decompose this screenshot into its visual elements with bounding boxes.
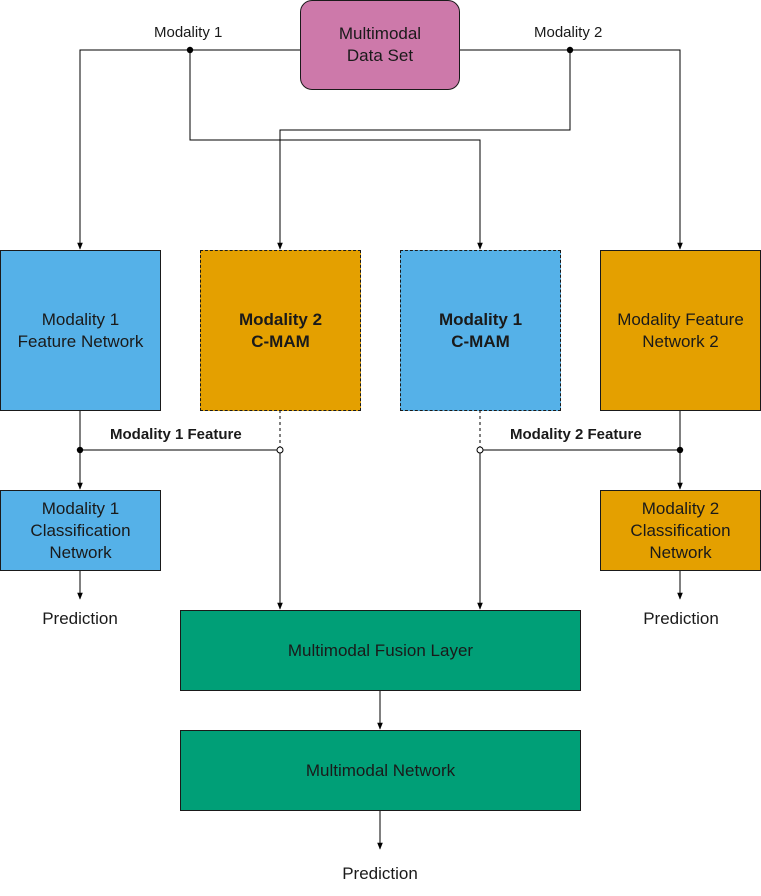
prediction-left: Prediction bbox=[42, 609, 118, 628]
edge-label-m2-feature: Modality 2 Feature bbox=[510, 426, 642, 443]
junction-dot bbox=[566, 46, 574, 54]
junction-dot bbox=[76, 446, 84, 454]
edge-label-modality2: Modality 2 bbox=[534, 24, 603, 41]
edge-label-modality1: Modality 1 bbox=[154, 24, 223, 41]
prediction-right: Prediction bbox=[643, 609, 719, 628]
dataset-node: Multimodal Data Set bbox=[300, 0, 460, 90]
edge-dataset-to-m2-feature-network bbox=[460, 49, 683, 250]
m2-cmam-node: Modality 2 C-MAM bbox=[200, 250, 361, 411]
m2-classification-node: Modality 2 Classification Network bbox=[600, 490, 761, 571]
junction-dot bbox=[186, 46, 194, 54]
m1-feature-network-node: Modality 1 Feature Network bbox=[0, 250, 161, 411]
m2-feature-network-node: Modality Feature Network 2 bbox=[600, 250, 761, 411]
edge-modality2-to-m2-cmam bbox=[277, 50, 571, 250]
edge-dataset-to-m1-feature-network bbox=[77, 49, 300, 250]
m1-classification-node: Modality 1 Classification Network bbox=[0, 490, 161, 571]
multimodal-network-node: Multimodal Network bbox=[180, 730, 581, 811]
prediction-bottom: Prediction bbox=[342, 864, 418, 883]
m1-cmam-node: Modality 1 C-MAM bbox=[400, 250, 561, 411]
edge-modality1-to-m1-cmam bbox=[189, 50, 483, 250]
fusion-layer-node: Multimodal Fusion Layer bbox=[180, 610, 581, 691]
junction-open bbox=[276, 446, 284, 454]
junction-dot bbox=[676, 446, 684, 454]
junction-open bbox=[476, 446, 484, 454]
edge-label-m1-feature: Modality 1 Feature bbox=[110, 426, 242, 443]
